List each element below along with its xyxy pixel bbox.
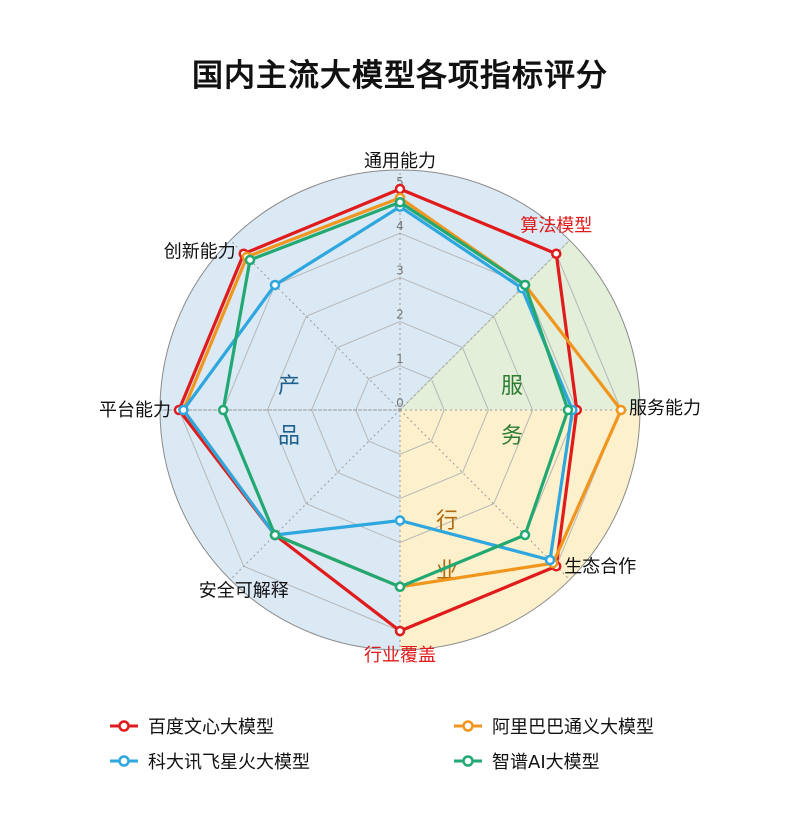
grid-ring — [311, 321, 489, 499]
data-point — [269, 279, 281, 291]
axis-label: 通用能力 — [364, 151, 436, 172]
data-point — [394, 515, 406, 526]
axis-label: 创新能力 — [164, 242, 236, 263]
data-point — [217, 404, 229, 416]
sector-service — [400, 240, 640, 410]
data-point — [269, 529, 281, 541]
legend-item: 科大讯飞星火大模型 — [108, 748, 310, 774]
legend-label: 科大讯飞星火大模型 — [148, 752, 310, 773]
data-point — [615, 404, 627, 416]
tick-label: 0 — [396, 396, 404, 410]
sector-label: 服 — [501, 374, 523, 399]
axis-label: 行业覆盖 — [364, 645, 436, 666]
axis-spoke — [229, 239, 401, 411]
axis-spoke — [229, 409, 401, 581]
data-point — [519, 529, 531, 541]
sector-industry — [400, 410, 640, 650]
legend-marker — [110, 720, 138, 732]
sector-label: 行 — [436, 509, 458, 534]
axis-label: 平台能力 — [99, 400, 171, 421]
tick-label: 2 — [396, 308, 404, 322]
axis-label: 生态合作 — [564, 556, 636, 577]
data-point — [394, 581, 406, 593]
tick-label: 3 — [396, 263, 404, 277]
legend-marker — [454, 755, 482, 767]
legend-item: 智谱AI大模型 — [452, 748, 600, 774]
legend-marker — [110, 755, 138, 767]
data-point — [551, 248, 562, 259]
legend-item: 阿里巴巴通义大模型 — [452, 713, 654, 739]
axis-label: 服务能力 — [629, 398, 701, 419]
axis-label: 算法模型 — [520, 216, 592, 237]
axis-label: 安全可解释 — [199, 580, 289, 601]
sector-label: 务 — [501, 424, 523, 449]
data-point — [519, 279, 531, 291]
data-point — [244, 254, 256, 266]
axis-spoke — [399, 409, 571, 581]
data-point — [544, 554, 556, 566]
legend-label: 百度文心大模型 — [148, 717, 274, 738]
data-point — [394, 197, 406, 208]
sector-label: 品 — [278, 424, 300, 449]
data-point — [394, 625, 406, 637]
tick-label: 5 — [396, 175, 404, 189]
axis-spoke — [399, 239, 571, 411]
grid-ring — [355, 365, 445, 455]
tick-label: 1 — [396, 352, 404, 366]
data-point — [178, 404, 189, 416]
legend-label: 智谱AI大模型 — [492, 752, 600, 773]
chart-title: 国内主流大模型各项指标评分 — [192, 58, 608, 94]
legend-marker — [454, 720, 482, 732]
tick-label: 4 — [396, 219, 404, 233]
data-point — [562, 404, 574, 416]
data-point — [394, 183, 406, 195]
legend-label: 阿里巴巴通义大模型 — [492, 717, 654, 738]
grid-ring — [266, 276, 534, 544]
legend-item: 百度文心大模型 — [108, 713, 274, 739]
sector-label: 产 — [278, 374, 300, 399]
